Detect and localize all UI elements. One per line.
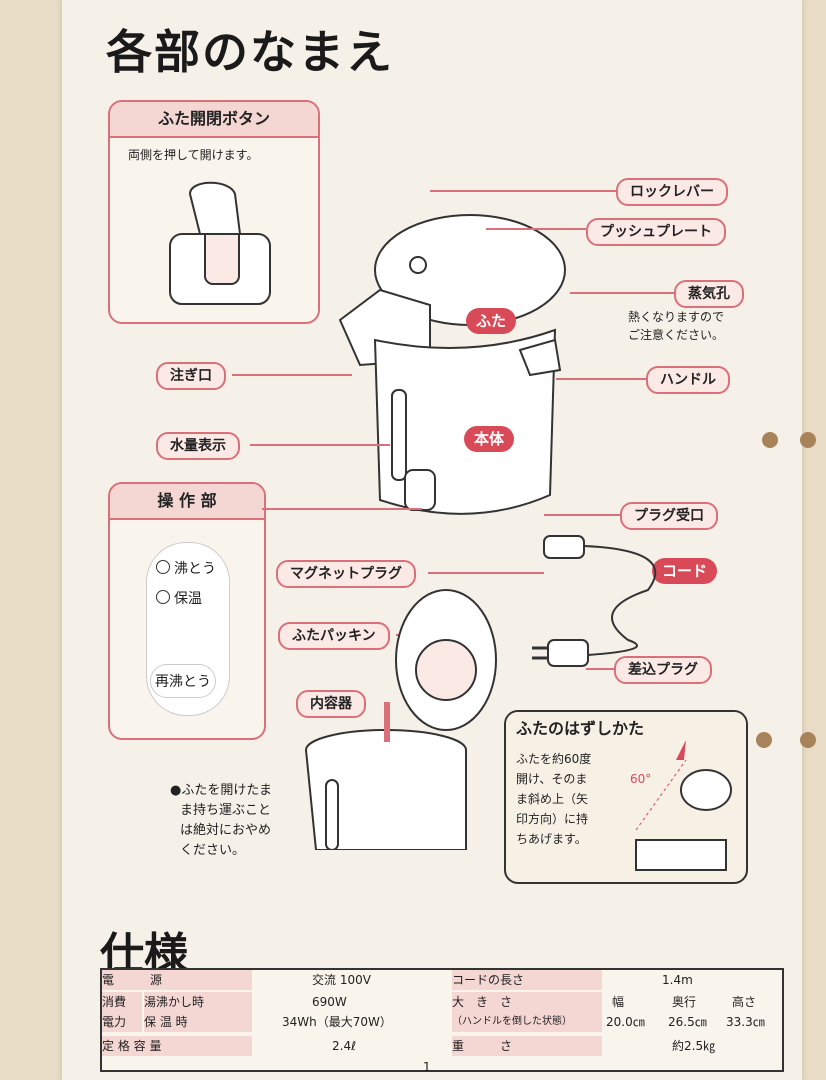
removal-line-4: 印方向）に持	[516, 812, 589, 826]
punch-hole	[800, 732, 816, 748]
lid-button-text: 両側を押して開けます。	[128, 148, 259, 162]
removal-line-2: 開け、そのま	[516, 772, 588, 786]
lid-removal-box: ふたのはずしかた ふたを約60度 開け、そのま ま斜め上（矢 印方向）に持 ちあ…	[504, 710, 748, 884]
control-panel-header: 操 作 部	[110, 484, 264, 520]
reboil-button[interactable]: 再沸とう	[150, 664, 216, 698]
height-value: 33.3㎝	[726, 1015, 765, 1029]
body-tag: 本体	[464, 426, 515, 452]
size-label: 大 き さ	[452, 992, 602, 1012]
pot-illustration	[338, 214, 566, 515]
size-sub-label: （ハンドルを倒した状態）	[452, 1012, 602, 1032]
open-pot-illustration	[305, 589, 497, 850]
weight-label: 重 さ	[452, 1036, 602, 1056]
power-value: 交流 100V	[312, 973, 371, 987]
punch-hole	[762, 432, 778, 448]
lid-tag: ふた	[466, 308, 517, 334]
lid-removal-illustration	[635, 740, 732, 871]
magnet-plug-label: マグネットプラグ	[276, 560, 416, 588]
power-label: 電 源	[102, 970, 252, 990]
specs-table: 電 源 交流 100V 消費 電力 湯沸かし時 690W 保 温 時 34Wh（…	[100, 968, 784, 1072]
cord-length-label: コードの長さ	[452, 970, 602, 990]
cord-tag: コード	[652, 558, 718, 584]
warning-line-3: は絶対におやめ	[180, 823, 272, 838]
keep-warm-indicator: 保温	[156, 588, 202, 608]
capacity-value: 2.4ℓ	[332, 1039, 357, 1053]
lid-button-box: ふた開閉ボタン 両側を押して開けます。	[108, 100, 320, 324]
removal-line-1: ふたを約60度	[516, 752, 592, 766]
keepwarm-label: 保 温 時	[144, 1012, 252, 1032]
consumption-label-2: 電力	[102, 1012, 142, 1032]
warning-line-4: ください。	[180, 843, 246, 858]
cord-illustration	[532, 535, 657, 667]
angle-label: 60°	[630, 772, 652, 786]
depth-value: 26.5㎝	[668, 1015, 707, 1029]
removal-line-5: ちあげます。	[516, 832, 587, 846]
handle-label: ハンドル	[646, 366, 730, 394]
lid-packing-label: ふたパッキン	[278, 622, 390, 650]
water-gauge-label: 水量表示	[156, 432, 240, 460]
capacity-label: 定 格 容 量	[102, 1036, 252, 1056]
lid-button-header: ふた開閉ボタン	[110, 102, 318, 138]
removal-line-3: ま斜め上（矢	[516, 792, 589, 806]
consumption-label-1: 消費	[102, 992, 142, 1012]
indicator-lamp-icon	[156, 590, 170, 604]
punch-hole	[800, 432, 816, 448]
width-label: 幅	[612, 995, 625, 1009]
lock-lever-label: ロックレバー	[616, 178, 728, 206]
indicator-lamp-icon	[156, 560, 170, 574]
steam-hole-label: 蒸気孔	[674, 280, 744, 308]
boiling-value: 690W	[312, 995, 347, 1009]
weight-value: 約2.5㎏	[672, 1039, 716, 1053]
push-plate-label: プッシュプレート	[586, 218, 726, 246]
plug-receptacle-label: プラグ受口	[620, 502, 718, 530]
hand-pressing-lid-illustration	[169, 181, 271, 305]
boiling-label: 湯沸かし時	[144, 992, 252, 1012]
warning-line-1: ●ふたを開けたま	[170, 783, 272, 798]
steam-warning-1: 熱くなりますので	[628, 310, 725, 324]
cord-length-value: 1.4m	[662, 973, 693, 987]
boil-indicator: 沸とう	[156, 558, 216, 578]
width-value: 20.0㎝	[606, 1015, 645, 1029]
spout-label: 注ぎ口	[156, 362, 226, 390]
plug-label: 差込プラグ	[614, 656, 712, 684]
warning-line-2: ま持ち運ぶこと	[180, 803, 272, 818]
inner-container-label: 内容器	[296, 690, 366, 718]
steam-warning-2: ご注意ください。	[628, 328, 725, 342]
punch-hole	[756, 732, 772, 748]
page-number: 1	[423, 1060, 431, 1074]
keepwarm-value: 34Wh（最大70W）	[282, 1015, 392, 1029]
depth-label: 奥行	[672, 995, 697, 1009]
height-label: 高さ	[732, 995, 757, 1009]
lid-removal-header: ふたのはずしかた	[506, 712, 746, 746]
page-title: 各部のなまえ	[106, 25, 394, 79]
